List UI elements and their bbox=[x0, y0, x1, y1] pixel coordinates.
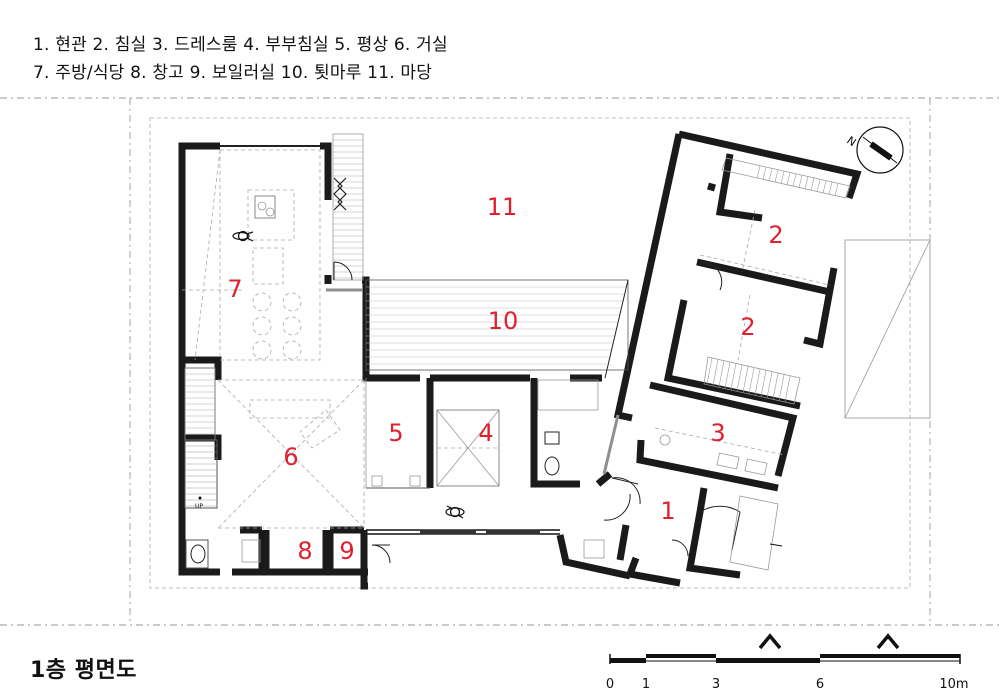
room-number-11: 11 bbox=[487, 193, 518, 221]
plan-title: 1층 평면도 bbox=[30, 658, 137, 683]
room-number-10: 10 bbox=[488, 307, 519, 335]
room-number-9: 9 bbox=[339, 537, 354, 565]
site-guides bbox=[0, 97, 1000, 626]
kitchen-furniture bbox=[182, 149, 331, 419]
door-swings bbox=[333, 261, 741, 564]
scale-tick-3: 3 bbox=[712, 677, 720, 692]
legend-line-1: 1. 현관 2. 침실 3. 드레스룸 4. 부부침실 5. 평상 6. 거실 bbox=[33, 35, 448, 55]
room-number-8: 8 bbox=[297, 537, 312, 565]
compass-north-label: N bbox=[844, 134, 858, 149]
walkway bbox=[366, 529, 560, 535]
section-markers bbox=[758, 633, 900, 650]
room-number-1: 1 bbox=[660, 497, 675, 525]
room-number-3: 3 bbox=[710, 419, 725, 447]
right-block-walls bbox=[556, 130, 862, 587]
left-block-walls bbox=[178, 142, 602, 590]
rooms-4-5-interior bbox=[365, 378, 500, 489]
person-symbol-kitchen bbox=[232, 230, 254, 242]
north-compass: N bbox=[844, 126, 904, 174]
scale-tick-0: 0 bbox=[606, 677, 614, 692]
scale-bar: 0 1 3 6 10m bbox=[606, 654, 969, 692]
scale-tick-6: 6 bbox=[816, 677, 824, 692]
entrance-step bbox=[729, 495, 783, 571]
room-number-2a: 2 bbox=[768, 221, 783, 249]
room-number-5: 5 bbox=[388, 419, 403, 447]
room-number-2b: 2 bbox=[740, 313, 755, 341]
scale-tick-10m: 10m bbox=[939, 677, 968, 692]
room-numbers: 1 2 2 3 4 5 6 7 8 9 10 11 bbox=[227, 193, 783, 565]
room-number-6: 6 bbox=[283, 443, 298, 471]
stair-up-label: UP bbox=[195, 503, 203, 510]
living-diagonals bbox=[217, 379, 365, 529]
veranda-deck bbox=[365, 279, 629, 379]
room-number-7: 7 bbox=[227, 275, 242, 303]
person-symbol-hall bbox=[445, 505, 465, 519]
room-number-4: 4 bbox=[478, 419, 493, 447]
bathroom-fixtures bbox=[185, 379, 605, 569]
bedroom-interior bbox=[654, 157, 851, 476]
scale-tick-1: 1 bbox=[642, 677, 650, 692]
entry-steps bbox=[332, 133, 364, 281]
living-stair: UP bbox=[184, 367, 218, 510]
legend-line-2: 7. 주방/식당 8. 창고 9. 보일러실 10. 툇마루 11. 마당 bbox=[33, 63, 433, 83]
